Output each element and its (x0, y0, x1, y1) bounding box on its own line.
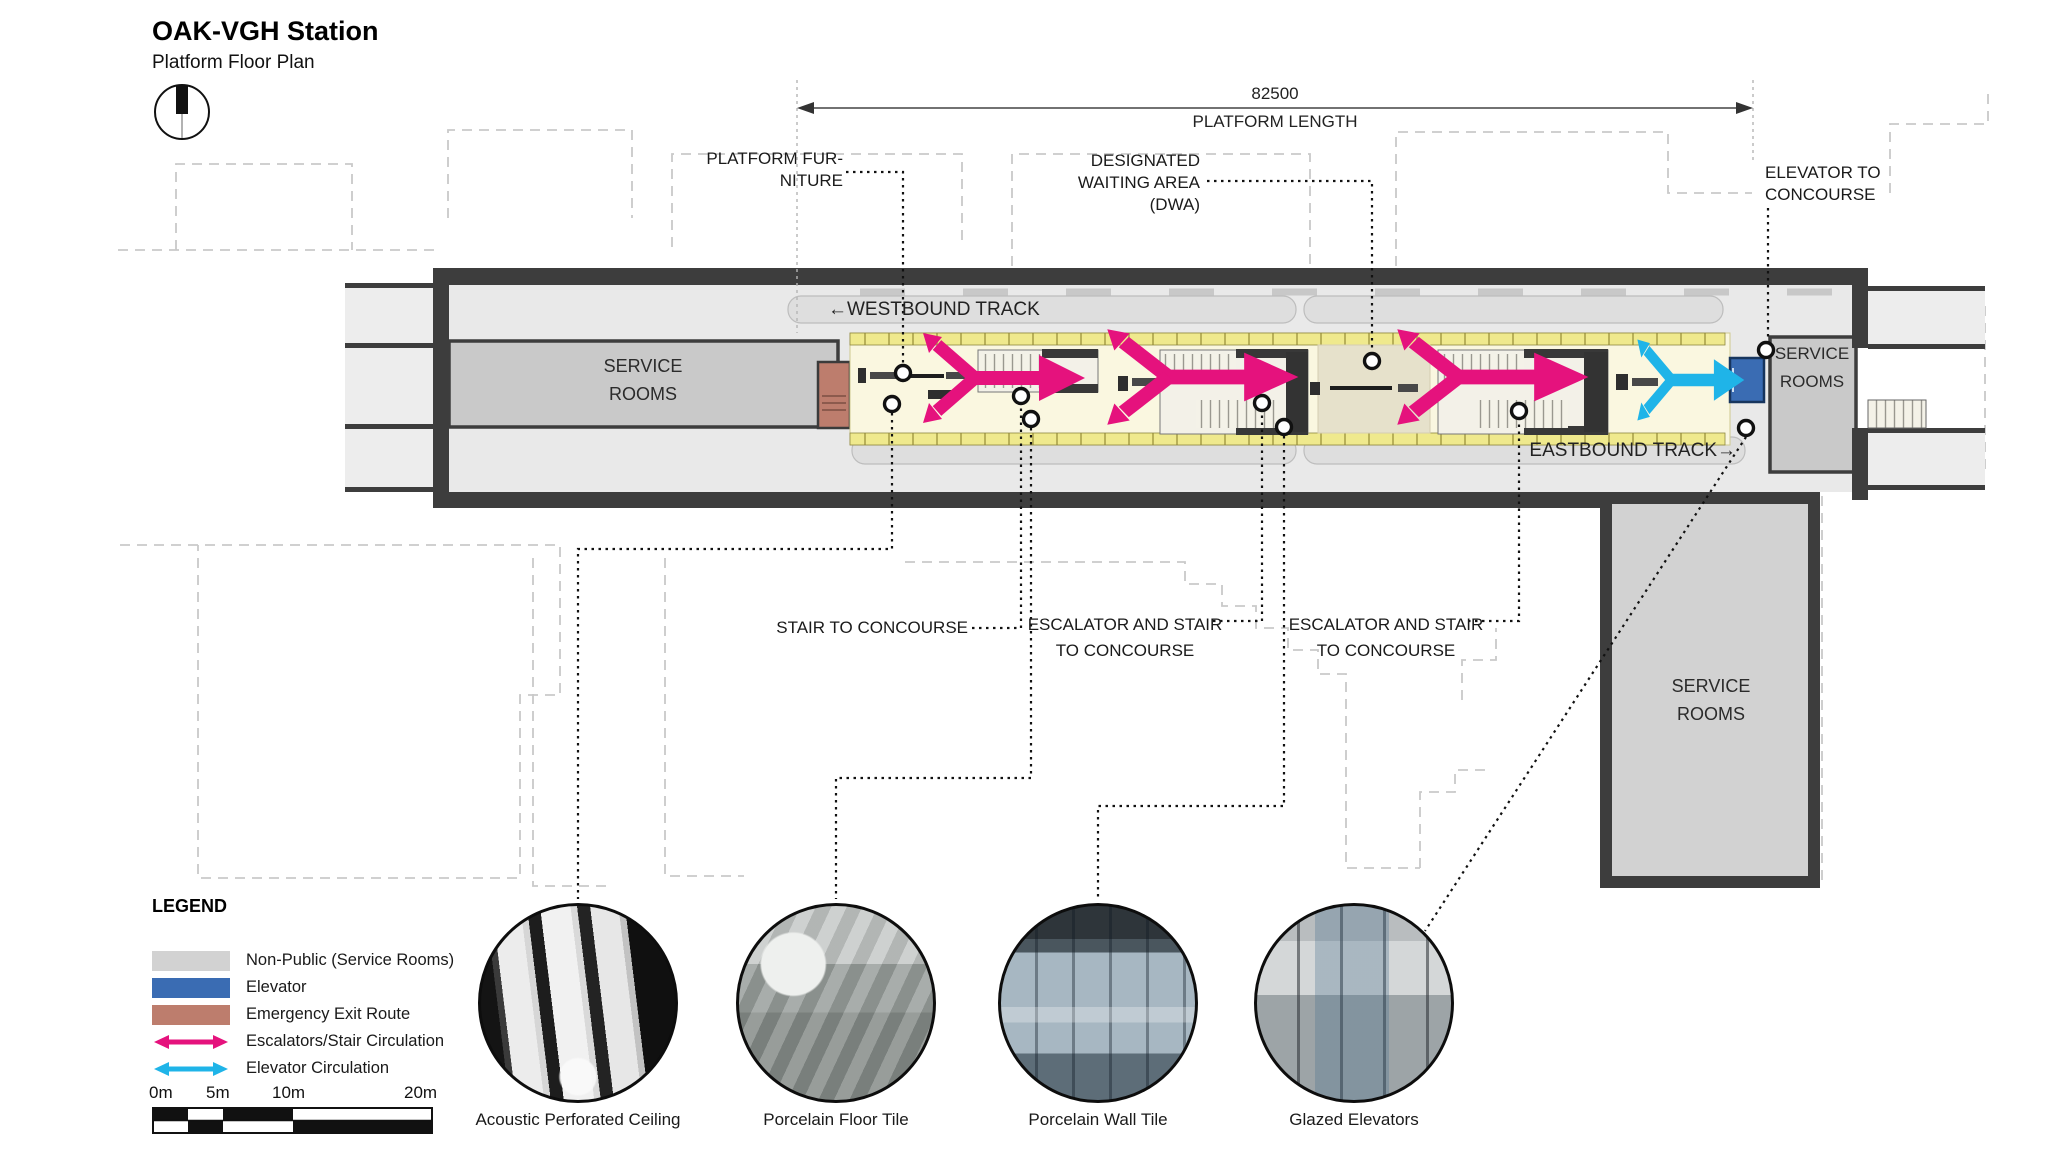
photo-porcelain-floor (736, 903, 936, 1103)
callout-stair-to-concourse: STAIR TO CONCOURSE (776, 618, 968, 637)
dimension-label: PLATFORM LENGTH (1192, 112, 1358, 131)
scale-label-10: 10m (272, 1083, 306, 1102)
legend-escalator-arrow-icon (154, 1034, 228, 1049)
scale-label-20: 20m (404, 1083, 438, 1102)
service-rooms-lower-label: SERVICE ROOMS (1671, 676, 1751, 724)
legend-label: Escalators/Stair Circulation (246, 1032, 445, 1050)
legend-elevator-arrow-icon (154, 1061, 228, 1076)
legend-label: Emergency Exit Route (246, 1005, 411, 1023)
photo-acoustic-ceiling (478, 903, 678, 1103)
callout-dwa: DESIGNATED WAITING AREA (DWA) (1077, 151, 1200, 214)
service-rooms-right-label: SERVICE ROOMS (1774, 344, 1850, 391)
service-rooms-right (1768, 335, 1858, 474)
tactile-strip-top (849, 332, 1726, 346)
page-subtitle: Platform Floor Plan (152, 52, 315, 73)
legend: Non-Public (Service Rooms) Elevator Emer… (152, 947, 454, 1082)
concourse-dashed-outlines (118, 88, 1989, 887)
service-rooms-lower (1600, 492, 1820, 888)
photo-porcelain-wall (998, 903, 1198, 1103)
callout-escalator-stair-2: ESCALATOR AND STAIR TO CONCOURSE (1288, 615, 1484, 660)
callout-platform-furniture: PLATFORM FUR- NITURE (706, 149, 843, 190)
escalator-cluster-1 (1159, 349, 1309, 435)
caption-porcelain-floor: Porcelain Floor Tile (763, 1110, 909, 1129)
track-stubs (345, 283, 1985, 492)
dimension-value: 82500 (1251, 84, 1299, 103)
legend-swatch-emergency (152, 1004, 230, 1025)
emergency-exit-room (816, 360, 852, 430)
escalator-cluster-2 (1437, 349, 1609, 435)
legend-label: Non-Public (Service Rooms) (246, 951, 455, 969)
legend-heading: LEGEND (152, 896, 228, 916)
photo-glazed-elevators (1254, 903, 1454, 1103)
callout-escalator-stair-1: ESCALATOR AND STAIR TO CONCOURSE (1027, 615, 1223, 660)
caption-acoustic-ceiling: Acoustic Perforated Ceiling (475, 1110, 681, 1129)
page-title: OAK-VGH Station (152, 16, 379, 46)
stair-to-right-stub (1867, 399, 1927, 429)
westbound-track-label: ←WESTBOUND TRACK (828, 299, 1040, 320)
service-rooms-left-label: SERVICE ROOMS (603, 356, 683, 404)
scale-label-5: 5m (206, 1083, 230, 1102)
station-walls (433, 268, 1868, 508)
legend-label: Elevator (246, 978, 307, 996)
caption-porcelain-wall: Porcelain Wall Tile (1028, 1110, 1168, 1129)
legend-label: Elevator Circulation (246, 1059, 390, 1077)
scale-bar (152, 1107, 433, 1134)
north-arrow (154, 84, 210, 140)
platform-furniture (858, 368, 1658, 399)
legend-swatch-non-public (152, 950, 230, 971)
leader-markers (882, 340, 1776, 438)
leader-lines (576, 170, 1770, 932)
caption-glazed-elevators: Glazed Elevators (1289, 1110, 1419, 1129)
dimension-line (796, 80, 1754, 333)
eastbound-track-label: EASTBOUND TRACK→ (1529, 440, 1736, 461)
legend-swatch-elevator (152, 977, 230, 998)
scale-label-0: 0m (149, 1083, 173, 1102)
callout-elevator-to-concourse: ELEVATOR TO CONCOURSE (1765, 163, 1881, 204)
